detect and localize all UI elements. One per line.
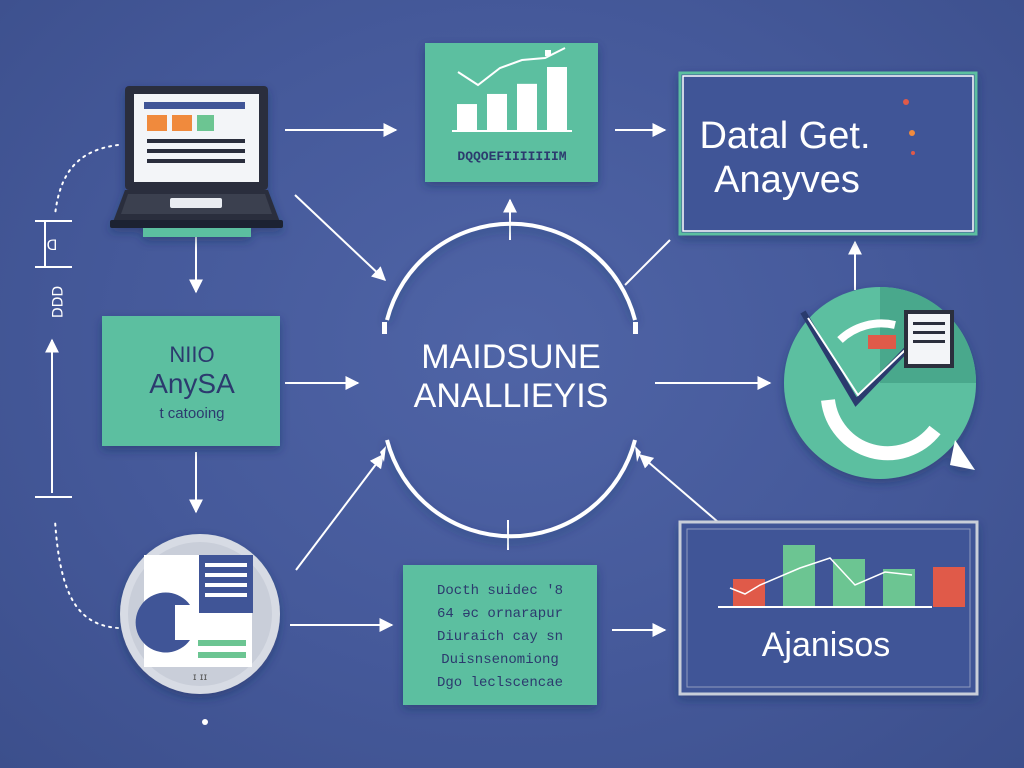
bottom-chart-bars-bar-1: [733, 579, 765, 607]
arrow-document-to-center: [295, 453, 384, 571]
document-dot: [202, 719, 208, 725]
bottom-chart-bars-bar-2: [783, 545, 815, 607]
bottom-panel-line-4: Duisnsenomiong: [441, 652, 559, 668]
data-get-subtitle: Anayves: [714, 159, 860, 201]
left-side-label-top: ᗡ: [47, 238, 58, 254]
data-get-panel: [678, 71, 978, 236]
document-caption: ɪ ɪɪ: [193, 672, 208, 683]
left-panel-line3: t catooing: [159, 405, 224, 422]
left-side-markers: [35, 220, 72, 498]
bottom-right-label: Ajanisos: [762, 626, 891, 664]
dotted-connector-bottom: [54, 519, 119, 629]
center-title-line2: ANALLIEYIS: [414, 377, 609, 415]
clipboard-icon: [904, 310, 954, 368]
bottom-right-panel: [678, 520, 979, 696]
arrow-center-to-dataget: [624, 239, 671, 286]
top-chart-bars-bar-3: [517, 83, 537, 131]
bottom-center-panel: [403, 565, 597, 705]
bottom-chart-bars-bar-5: [933, 567, 965, 607]
top-chart-caption: DQQOEFIIIIIIIM: [457, 149, 566, 164]
bottom-chart-bars: [733, 545, 965, 607]
left-panel-line1: NIIO: [169, 342, 214, 367]
dotted-connector-top: [54, 144, 119, 216]
center-title-line1: MAIDSUNE: [421, 338, 600, 376]
bottom-panel-line-1: Docth suidec '8: [437, 583, 563, 599]
left-side-label-middle: ᗡᗡᗡ: [48, 286, 64, 318]
arrow-laptop-to-center: [294, 194, 387, 281]
top-chart-panel: [425, 43, 598, 182]
arrow-center-to-bottom-right: [638, 454, 719, 523]
top-chart-bars: [457, 67, 567, 131]
left-panel: [102, 316, 280, 446]
top-chart-bars-bar-2: [487, 93, 507, 131]
center-circle: [380, 221, 641, 539]
connectors: [45, 123, 862, 637]
top-chart-bars-bar-4: [547, 67, 567, 131]
laptop-icon: [110, 86, 283, 237]
data-get-title: Datal Get.: [699, 115, 870, 157]
top-chart-bars-bar-1: [457, 104, 477, 131]
bottom-panel-line-3: Diuraich cay sn: [437, 629, 563, 645]
document-icon: [120, 534, 280, 694]
bottom-panel-line-5: Dgo leclscencae: [437, 675, 563, 691]
bottom-panel-line-2: 64 ǝc ornarapur: [437, 606, 563, 622]
left-panel-line2: AnySA: [149, 368, 235, 399]
